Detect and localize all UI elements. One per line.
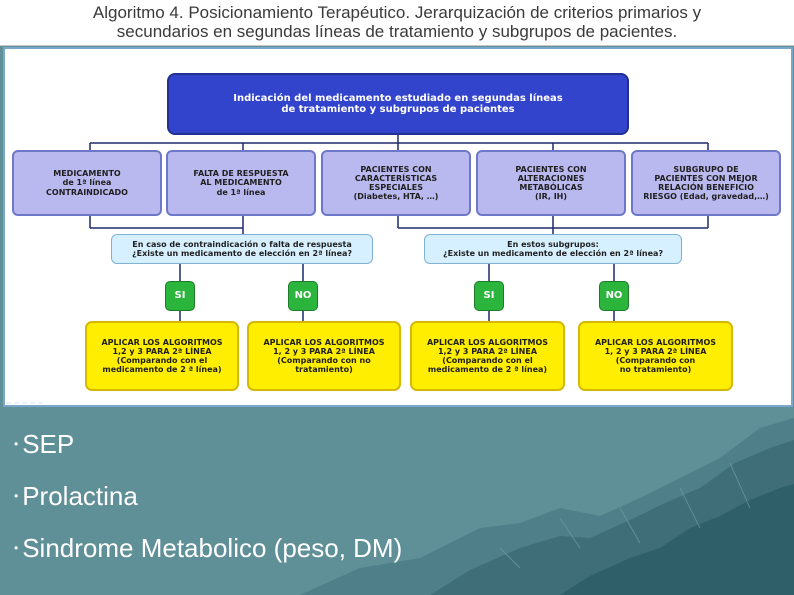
criterion-patient-subgroup: SUBGRUPO DE PACIENTES CON MEJOR RELACIÓN… (631, 150, 781, 216)
bullet-text: SEP (22, 429, 75, 459)
criterion-no-response: FALTA DE RESPUESTA AL MEDICAMENTO de 1ª … (166, 150, 316, 216)
action-compare-no-treatment-left: APLICAR LOS ALGORITMOS 1, 2 y 3 PARA 2ª … (247, 321, 401, 391)
action-compare-second-line-right: APLICAR LOS ALGORITMOS 1,2 y 3 PARA 2ª L… (410, 321, 565, 391)
decision-no-left: NO (288, 281, 318, 311)
indication-box: Indicación del medicamento estudiado en … (167, 73, 629, 135)
bullet-list: • SEP • Prolactina • Sindrome Metabolico… (14, 418, 614, 574)
bullet-dot-icon: • (14, 489, 19, 503)
slide-title: Algoritmo 4. Posicionamiento Terapéutico… (0, 0, 794, 46)
question-subgroups: En estos subgrupos: ¿Existe un medicamen… (424, 234, 682, 264)
bullet-dot-icon: • (14, 437, 19, 451)
action-compare-no-treatment-right: APLICAR LOS ALGORITMOS 1, 2 y 3 PARA 2ª … (578, 321, 733, 391)
bullet-text: Prolactina (22, 481, 138, 511)
decision-yes-left: SI (165, 281, 195, 311)
slide-title-line-1: Algoritmo 4. Posicionamiento Terapéutico… (92, 3, 702, 22)
slide-ornament-dots (6, 402, 43, 404)
criterion-special-characteristics: PACIENTES CON CARACTERÍSTICAS ESPECIALES… (321, 150, 471, 216)
question-contraindication: En caso de contraindicación o falta de r… (111, 234, 373, 264)
mountain-illustration (300, 418, 794, 595)
bullet-text: Sindrome Metabolico (peso, DM) (22, 533, 403, 563)
bullet-dot-icon: • (14, 541, 19, 555)
bullet-item-prolactina: • Prolactina (14, 470, 614, 522)
decision-no-right: NO (599, 281, 629, 311)
bullet-item-sep: • SEP (14, 418, 614, 470)
bullet-item-sindrome-metabolico: • Sindrome Metabolico (peso, DM) (14, 522, 614, 574)
slide-title-line-2: secundarios en segundas líneas de tratam… (116, 22, 678, 41)
criterion-metabolic-alterations: PACIENTES CON ALTERACIONES METABÓLICAS (… (476, 150, 626, 216)
action-compare-second-line-left: APLICAR LOS ALGORITMOS 1,2 y 3 PARA 2ª L… (85, 321, 239, 391)
decision-yes-right: SI (474, 281, 504, 311)
criterion-contraindicated: MEDICAMENTO de 1ª línea CONTRAINDICADO (12, 150, 162, 216)
